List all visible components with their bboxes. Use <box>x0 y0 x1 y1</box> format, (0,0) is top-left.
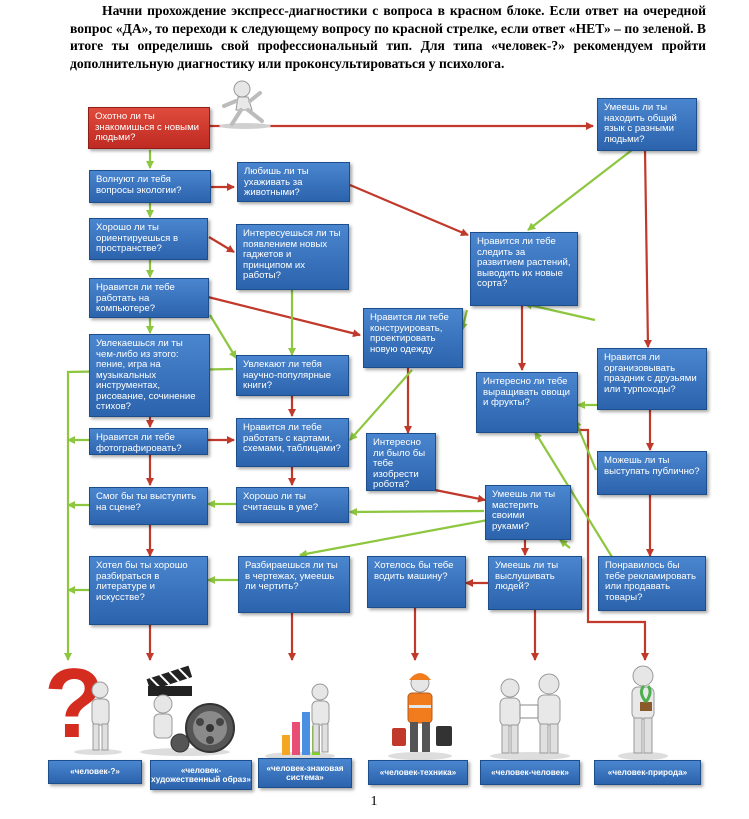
question-listen[interactable]: Умеешь ли ты выслушивать людей? <box>488 556 582 610</box>
question-advertising[interactable]: Понравилось бы тебе рекламировать или пр… <box>598 556 706 611</box>
worker-figure <box>388 673 452 760</box>
result-technology[interactable]: «человек-техника» <box>368 760 468 785</box>
question-mark-figure: ? <box>44 648 122 758</box>
plant-person-figure <box>618 665 668 760</box>
question-public-speaking[interactable]: Можешь ли ты выступать публично? <box>597 451 707 495</box>
question-clothes-design[interactable]: Нравится ли тебе конструировать, проекти… <box>363 308 463 368</box>
question-orientation[interactable]: Хорошо ли ты ориентируешься в пространст… <box>89 218 208 260</box>
no-arrow <box>299 518 489 558</box>
question-car[interactable]: Хотелось бы тебе водить машину? <box>367 556 466 608</box>
question-handy[interactable]: Умеешь ли ты мастерить своими руками? <box>485 485 571 540</box>
no-arrow <box>559 539 571 549</box>
result-unknown[interactable]: «человек-?» <box>48 760 142 784</box>
question-animals[interactable]: Любишь ли ты ухаживать за животными? <box>237 162 350 202</box>
yes-arrow <box>207 295 361 338</box>
no-arrow <box>209 314 237 359</box>
question-stage[interactable]: Смог бы ты выступить на сцене? <box>89 487 208 525</box>
yes-arrow <box>434 488 486 503</box>
question-science-books[interactable]: Увлекают ли тебя научно-популярные книги… <box>236 355 349 396</box>
running-man-figure <box>219 80 271 129</box>
instructions-text: Начни прохождение экспресс-диагностики с… <box>70 3 706 71</box>
question-ecology[interactable]: Волнуют ли тебя вопросы экологии? <box>89 170 211 203</box>
no-arrow <box>349 369 413 441</box>
question-start[interactable]: Охотно ли ты знакомишься с новыми людьми… <box>88 107 210 149</box>
result-human[interactable]: «человек-человек» <box>480 760 580 785</box>
page-number: 1 <box>370 794 378 809</box>
question-literature[interactable]: Хотел бы ты хорошо разбираться в литерат… <box>89 556 208 625</box>
two-people-figure <box>490 673 570 760</box>
yes-arrow <box>208 236 235 253</box>
question-vegetables[interactable]: Интересно ли тебе выращивать овощи и фру… <box>476 372 578 433</box>
result-nature[interactable]: «человек-природа» <box>594 760 701 785</box>
yes-arrow <box>643 149 652 348</box>
no-arrow <box>573 419 598 471</box>
no-arrow <box>524 301 596 322</box>
no-arrow <box>527 149 633 231</box>
question-common-language[interactable]: Умеешь ли ты находить общий язык с разны… <box>597 98 697 151</box>
result-artistic-image[interactable]: «человек-художественный образ» <box>150 760 252 790</box>
question-computer[interactable]: Нравится ли тебе работать на компьютере? <box>89 278 209 318</box>
film-director-figure <box>140 665 235 756</box>
question-hobbies[interactable]: Увлекаешься ли ты чем-либо из этого: пен… <box>89 334 210 417</box>
no-arrow <box>534 431 613 558</box>
result-sign-system[interactable]: «человек-знаковая система» <box>258 758 352 788</box>
question-plants[interactable]: Нравится ли тебе следить за развитием ра… <box>470 232 578 306</box>
no-arrow <box>349 507 485 516</box>
question-drawings[interactable]: Разбираешься ли ты в чертежах, умеешь ли… <box>238 556 350 613</box>
yes-arrows <box>146 122 654 661</box>
question-photo[interactable]: Нравится ли тебе фотографировать? <box>89 428 208 455</box>
chart-figure <box>265 683 335 760</box>
question-gadgets[interactable]: Интересуешься ли ты появлением новых гад… <box>236 224 349 290</box>
question-robot[interactable]: Интересно ли было бы тебе изобрести робо… <box>366 433 436 491</box>
yes-arrow <box>575 428 649 661</box>
question-holiday[interactable]: Нравится ли организовывать праздник с др… <box>597 348 707 410</box>
question-mental-math[interactable]: Хорошо ли ты считаешь в уме? <box>236 487 349 523</box>
question-maps[interactable]: Нравится ли тебе работать с картами, схе… <box>236 418 349 467</box>
yes-arrow <box>349 183 469 237</box>
